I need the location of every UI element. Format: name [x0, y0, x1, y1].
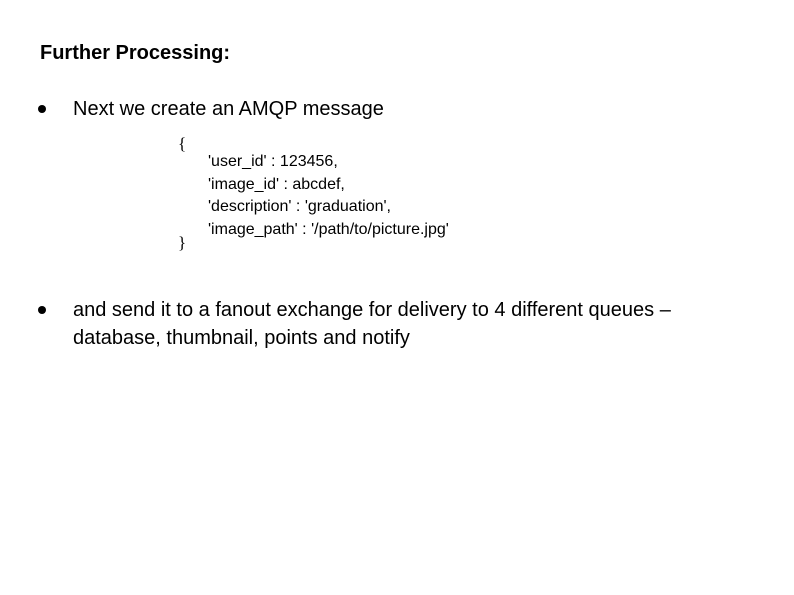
- message-line-description: 'description' : 'graduation',: [208, 198, 391, 215]
- amqp-message-body: 'user_id' : 123456, 'image_id' : abcdef,…: [208, 151, 449, 241]
- bullet-create-message: Next we create an AMQP message: [73, 98, 384, 120]
- bullet-dot-icon: [38, 105, 46, 113]
- bullet-dot-icon: [38, 306, 46, 314]
- bullet-fanout-exchange: and send it to a fanout exchange for del…: [73, 299, 671, 349]
- message-open-brace: {: [178, 134, 187, 153]
- message-line-image-id: 'image_id' : abcdef,: [208, 175, 345, 193]
- slide-title: Further Processing:: [40, 42, 231, 64]
- message-close-brace: }: [178, 233, 187, 252]
- message-line-image-path: 'image_path' : '/path/to/picture.jpg': [208, 220, 449, 238]
- message-line-user-id: 'user_id' : 123456,: [208, 153, 338, 170]
